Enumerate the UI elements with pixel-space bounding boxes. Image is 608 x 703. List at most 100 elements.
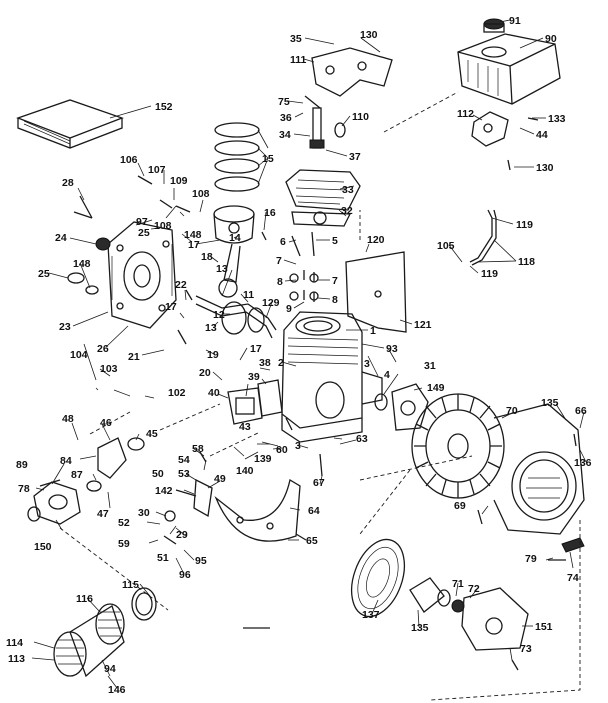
callout-136: 136 (574, 457, 592, 469)
callout-44: 44 (536, 129, 548, 141)
callout-15: 15 (262, 153, 274, 165)
callout-25-top: 25 (138, 227, 150, 239)
callout-119-top: 119 (516, 219, 533, 231)
callout-2: 2 (278, 357, 284, 369)
part-piston-assembly (213, 122, 260, 298)
callout-33: 33 (342, 184, 354, 196)
callout-38: 38 (259, 357, 271, 369)
callout-leaders (31, 19, 587, 689)
callout-6: 6 (280, 236, 286, 248)
callout-69: 69 (454, 500, 466, 512)
callout-51: 51 (157, 552, 169, 564)
part-carburetor-body (86, 437, 145, 492)
callout-17-top: 17 (188, 239, 200, 251)
callout-93: 93 (386, 343, 398, 355)
callout-72: 72 (468, 583, 480, 595)
callout-103: 103 (100, 363, 118, 375)
part-ignition-coil (374, 383, 429, 431)
callout-37: 37 (349, 151, 361, 163)
callout-50: 50 (152, 468, 164, 480)
callout-4: 4 (384, 369, 390, 381)
callout-79: 79 (525, 553, 537, 565)
callout-8-left: 8 (277, 276, 283, 288)
callout-28: 28 (62, 177, 74, 189)
callout-84: 84 (60, 455, 72, 467)
callout-45: 45 (146, 428, 158, 440)
callout-14: 14 (229, 232, 241, 244)
callout-9: 9 (286, 303, 292, 315)
callout-25-left: 25 (38, 268, 50, 280)
callout-102: 102 (168, 387, 186, 399)
callout-140: 140 (236, 465, 254, 477)
callout-95: 95 (195, 555, 207, 567)
callout-97: 97 (136, 216, 148, 228)
callout-13: 13 (216, 263, 228, 275)
callout-59: 59 (118, 538, 130, 550)
part-hardware (79, 117, 577, 671)
callout-19: 19 (207, 349, 219, 361)
part-air-filter (53, 587, 157, 678)
callout-114: 114 (6, 637, 23, 649)
callout-142: 142 (155, 485, 173, 497)
callout-16: 16 (264, 207, 276, 219)
callout-130-top: 130 (360, 29, 378, 41)
part-small-brackets (548, 537, 585, 561)
callout-118: 118 (518, 256, 535, 268)
callout-8-right: 8 (332, 294, 338, 306)
callout-133: 133 (548, 113, 566, 125)
callout-150: 150 (34, 541, 52, 553)
callout-60: 60 (276, 444, 288, 456)
callout-30: 30 (138, 507, 150, 519)
callout-149: 149 (427, 382, 445, 394)
callout-11: 11 (243, 289, 254, 301)
callout-146: 146 (108, 684, 126, 696)
callout-107: 107 (148, 164, 166, 176)
callout-1: 1 (370, 325, 376, 337)
callout-96: 96 (179, 569, 191, 581)
callout-40: 40 (208, 387, 220, 399)
callout-108-right: 108 (192, 188, 210, 200)
callout-29: 29 (176, 529, 188, 541)
callout-70: 70 (506, 405, 518, 417)
callout-75: 75 (278, 96, 290, 108)
callout-35: 35 (290, 33, 302, 45)
callout-67: 67 (313, 477, 325, 489)
callout-18: 18 (201, 251, 213, 263)
callout-104: 104 (70, 349, 88, 361)
callout-17-low: 17 (250, 343, 262, 355)
callout-109: 109 (170, 175, 188, 187)
part-blower-housing (493, 403, 585, 535)
part-side-shield (345, 251, 407, 333)
callout-5: 5 (332, 235, 338, 247)
callout-115: 115 (122, 579, 139, 591)
callout-17-mid: 17 (165, 301, 177, 313)
callout-152: 152 (155, 101, 173, 113)
callout-148-left: 148 (73, 258, 91, 270)
part-carburetor (27, 479, 81, 525)
callout-120: 120 (367, 234, 385, 246)
callout-119-bottom: 119 (481, 268, 498, 280)
callout-137: 137 (362, 609, 380, 621)
part-spark-plug (304, 95, 346, 149)
callout-66: 66 (575, 405, 587, 417)
part-crankshaft (195, 295, 277, 339)
part-top-plate (311, 47, 393, 97)
callout-21: 21 (128, 351, 140, 363)
callout-24: 24 (55, 232, 67, 244)
callout-116: 116 (76, 593, 93, 605)
callout-12: 12 (213, 309, 225, 321)
part-artwork (16, 18, 585, 701)
callout-106: 106 (120, 154, 138, 166)
callout-labels: 152 91 90 133 44 130 112 119 118 119 105… (6, 15, 592, 696)
callout-129: 129 (262, 297, 280, 309)
part-crankcase-cover (107, 221, 177, 329)
callout-7-right: 7 (332, 275, 338, 287)
callout-47: 47 (97, 508, 109, 520)
callout-3-low: 3 (295, 440, 301, 452)
part-cylinder-block (281, 311, 383, 443)
callout-71: 71 (452, 578, 464, 590)
callout-151: 151 (535, 621, 553, 633)
callout-91: 91 (509, 15, 521, 27)
part-rotating-screen (350, 538, 406, 618)
callout-135: 135 (541, 397, 559, 409)
